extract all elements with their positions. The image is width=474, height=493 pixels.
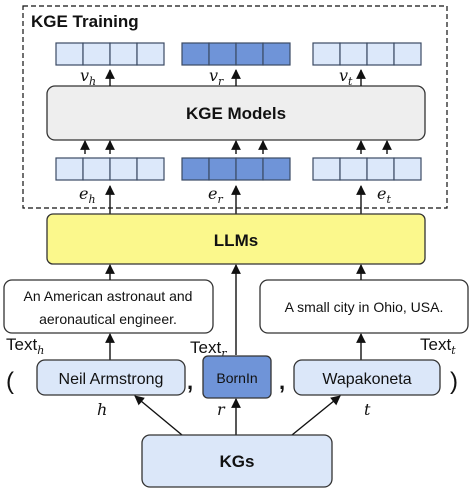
llms-box xyxy=(46,213,426,265)
kge-training-region xyxy=(22,5,448,209)
vector-e-r-cell xyxy=(235,157,264,181)
vector-e-t-cell xyxy=(339,157,368,181)
text-label-r: Textr xyxy=(190,338,227,360)
vector-e-h-cell xyxy=(109,157,138,181)
triple-comma-1: , xyxy=(187,369,193,394)
vector-v-r-cell xyxy=(208,42,237,66)
vector-v-h-cell xyxy=(136,42,165,66)
relation-label: BornIn xyxy=(216,370,257,386)
vector-e-h xyxy=(55,157,165,181)
vector-v-h-cell xyxy=(82,42,111,66)
vector-e-t-cell xyxy=(393,157,422,181)
vector-v-t xyxy=(312,42,422,66)
label-v-r: vr xyxy=(209,66,224,88)
vector-e-r-cell xyxy=(208,157,237,181)
label-e-h: eh xyxy=(79,184,96,206)
kgs-label: KGs xyxy=(220,452,255,471)
head-entity-label: Neil Armstrong xyxy=(59,371,164,388)
vector-v-r-cell xyxy=(262,42,291,66)
vector-v-t-cell xyxy=(393,42,422,66)
tail-description-text: A small city in Ohio, USA. xyxy=(285,299,444,315)
llms-label: LLMs xyxy=(214,231,258,250)
var-h: h xyxy=(97,400,107,419)
label-e-r: er xyxy=(208,184,223,206)
tail-entity-label: Wapakoneta xyxy=(322,371,411,388)
arrow-kgs-to-head xyxy=(134,395,183,436)
head-description-line1: An American astronaut and xyxy=(24,288,193,304)
triple-comma-2: , xyxy=(279,369,285,394)
text-label-h: Texth xyxy=(6,335,44,357)
tail-entity-box xyxy=(293,359,441,396)
arrow-kgs-to-tail xyxy=(291,395,341,436)
vector-e-t xyxy=(312,157,422,181)
label-v-h: vh xyxy=(80,66,96,88)
tail-description-box xyxy=(259,279,469,334)
head-description-box xyxy=(3,279,214,334)
vector-v-h-cell xyxy=(55,42,84,66)
triple-open-paren: ( xyxy=(6,368,14,395)
vector-e-h-cell xyxy=(82,157,111,181)
vector-v-r-cell xyxy=(235,42,264,66)
kgs-box xyxy=(141,434,333,488)
head-entity-box xyxy=(36,359,186,396)
kge-models-label: KGE Models xyxy=(186,104,286,123)
label-v-t: vt xyxy=(339,66,353,88)
vector-e-h-cell xyxy=(136,157,165,181)
var-t: t xyxy=(364,400,371,419)
text-label-t: Textt xyxy=(420,335,456,357)
triple-close-paren: ) xyxy=(450,368,458,395)
vector-e-t-cell xyxy=(312,157,341,181)
vector-e-r-cell xyxy=(181,157,210,181)
vector-v-t-cell xyxy=(339,42,368,66)
var-r: r xyxy=(217,400,226,419)
vector-e-r xyxy=(181,157,291,181)
kge-training-title: KGE Training xyxy=(31,12,139,31)
head-description-line2: aeronautical engineer. xyxy=(39,311,177,327)
vector-v-r-cell xyxy=(181,42,210,66)
vector-v-t-cell xyxy=(312,42,341,66)
vector-e-h-cell xyxy=(55,157,84,181)
relation-box xyxy=(202,355,272,399)
vector-v-h xyxy=(55,42,165,66)
vector-v-h-cell xyxy=(109,42,138,66)
vector-v-r xyxy=(181,42,291,66)
vector-v-t-cell xyxy=(366,42,395,66)
vector-e-r-cell xyxy=(262,157,291,181)
vector-e-t-cell xyxy=(366,157,395,181)
label-e-t: et xyxy=(377,184,391,206)
